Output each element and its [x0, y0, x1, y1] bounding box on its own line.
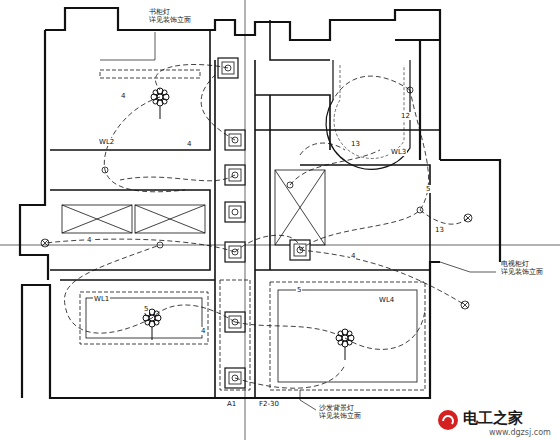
ceiling-recess: [80, 70, 425, 390]
panel-label: F2-30: [258, 400, 280, 408]
note-text: 沙发背景灯 详见装饰立面: [318, 404, 362, 420]
wire-count: 5: [296, 286, 302, 294]
watermark-logo: [443, 416, 453, 424]
circuit-label: WL4: [378, 296, 395, 304]
circuit-label: WL1: [93, 295, 110, 303]
wire-count: 4: [86, 236, 92, 244]
shower-enclosure: [334, 65, 404, 159]
watermark-text: 电工之家: [462, 410, 524, 427]
note-text: 书柜灯 详见装饰立面: [148, 8, 192, 24]
cabinet: [62, 170, 325, 245]
wiring: [45, 64, 468, 388]
shower-enclosure: [326, 60, 410, 169]
watermark-logo: [438, 410, 458, 430]
inner-wall: [50, 20, 440, 398]
note-text: 电视柜灯 详见装饰立面: [500, 260, 544, 276]
wire-count: 5: [425, 185, 431, 193]
outer-wall: [20, 8, 500, 398]
lamp-symbol: [41, 87, 472, 309]
wire-count: 13: [350, 140, 361, 148]
wire-count: 4: [350, 252, 356, 260]
circuit-label: WL2: [98, 138, 115, 146]
circuit-label: WL3: [390, 148, 407, 156]
panel-label: A1: [226, 400, 237, 408]
wire-count: 4: [186, 140, 192, 148]
wire-count: 12: [400, 112, 411, 120]
wire-count: 4: [120, 92, 126, 100]
wire-count: 13: [434, 226, 445, 234]
wire-count: 4: [200, 327, 206, 335]
watermark-text: www.dgzsj.com: [488, 428, 552, 437]
wire-count: 5: [143, 305, 149, 313]
leader-line: [100, 32, 496, 410]
